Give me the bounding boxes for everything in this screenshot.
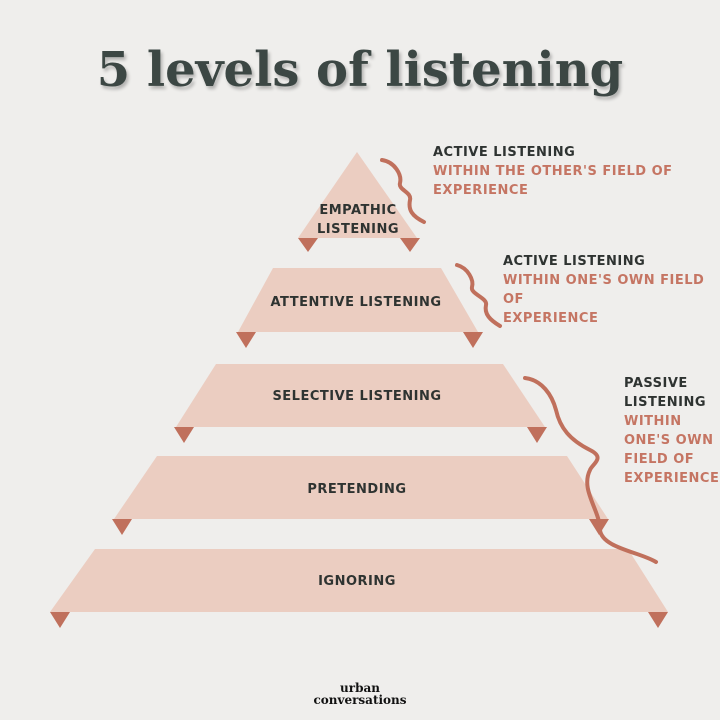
brace-icon (523, 376, 658, 564)
annotation-attentive: ACTIVE LISTENING WITHIN ONE'S OWN FIELD … (503, 252, 720, 328)
corner-triangle-icon (400, 238, 420, 252)
page-title: 5 levels of listening (96, 42, 624, 98)
logo-line: conversations (313, 693, 407, 707)
tier-empathic (298, 152, 417, 238)
annotation-heading: LISTENING (624, 395, 706, 410)
annotation-text: EXPERIENCE (624, 471, 720, 486)
annotation-passive: PASSIVE LISTENING WITHIN ONE'S OWN FIELD… (624, 374, 719, 488)
corner-triangle-icon (50, 612, 70, 628)
tier-label: LISTENING (317, 222, 399, 237)
brace-icon (455, 263, 502, 328)
annotation-empathic: ACTIVE LISTENING WITHIN THE OTHER'S FIEL… (433, 143, 673, 200)
annotation-heading: ACTIVE LISTENING (503, 254, 646, 269)
corner-triangle-icon (174, 427, 194, 443)
annotation-text: EXPERIENCE (433, 183, 529, 198)
corner-triangle-icon (648, 612, 668, 628)
tier-selective (176, 364, 545, 427)
annotation-text: FIELD OF (624, 452, 695, 467)
annotation-heading: PASSIVE (624, 376, 688, 391)
annotation-text: EXPERIENCE (503, 311, 599, 326)
tier-label: IGNORING (318, 574, 396, 589)
annotation-text: WITHIN THE OTHER'S FIELD OF (433, 164, 673, 179)
logo-line: urban (340, 681, 380, 695)
tier-attentive (238, 268, 478, 332)
tier-ignoring (50, 549, 668, 612)
brand-logo: urban conversations (0, 682, 720, 706)
tier-label: SELECTIVE LISTENING (272, 389, 441, 404)
corner-triangle-icon (527, 427, 547, 443)
tier-pretending (114, 456, 608, 519)
tier-label: EMPATHIC (319, 203, 396, 218)
annotation-text: ONE'S OWN (624, 433, 714, 448)
tier-label: ATTENTIVE LISTENING (270, 295, 441, 310)
annotation-heading: ACTIVE LISTENING (433, 145, 576, 160)
corner-triangle-icon (298, 238, 318, 252)
brace-icon (380, 158, 426, 224)
tier-label: PRETENDING (307, 482, 406, 497)
corner-triangle-icon (463, 332, 483, 348)
corner-triangle-icon (236, 332, 256, 348)
annotation-text: WITHIN (624, 414, 682, 429)
corner-triangle-icon (112, 519, 132, 535)
annotation-text: WITHIN ONE'S OWN FIELD OF (503, 273, 705, 307)
